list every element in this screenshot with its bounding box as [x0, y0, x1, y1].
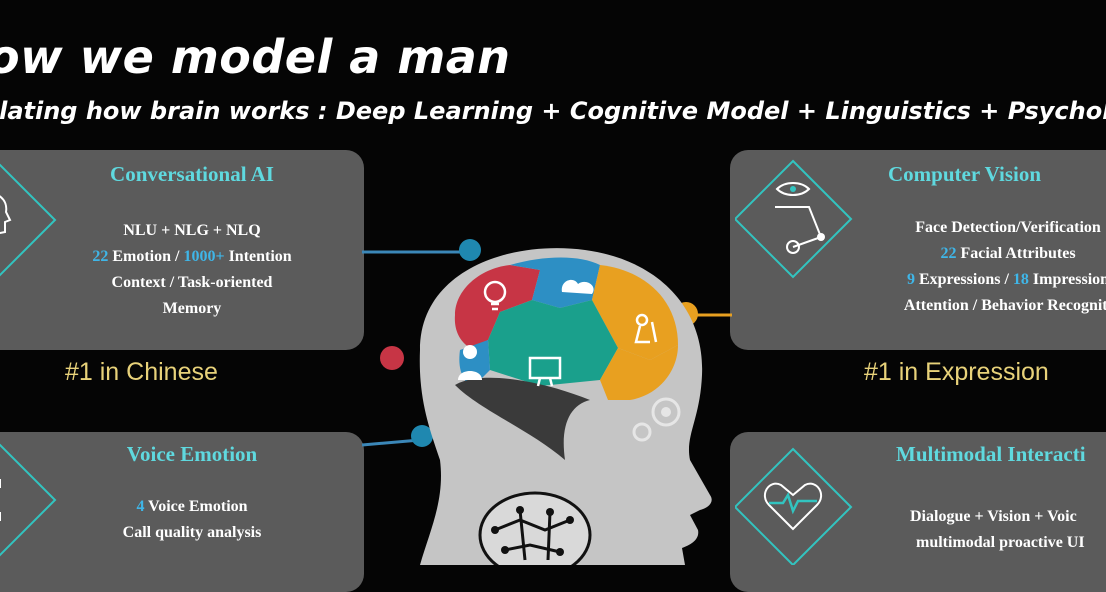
- card-line: 22 Facial Attributes: [940, 245, 1076, 262]
- card-line: Context / Task-oriented: [111, 274, 273, 291]
- card-title: Computer Vision: [888, 162, 1042, 186]
- rank-chinese: #1 in Chinese: [65, 358, 218, 386]
- card-line: Face Detection/Verification: [915, 219, 1101, 236]
- card-line: Dialogue + Vision + Voic: [910, 508, 1077, 525]
- card-title: Multimodal Interacti: [896, 442, 1086, 466]
- conversational-ai-card: Conversational AI NLU + NLG + NLQ 22 Emo…: [0, 150, 364, 350]
- card-line: 9 Expressions / 18 Impression: [906, 271, 1106, 288]
- voice-scan-icon: [0, 443, 57, 557]
- slide-subtitle: ulating how brain works : Deep Learning …: [0, 97, 1106, 125]
- card-body: 4 Voice Emotion Call quality analysis: [20, 494, 364, 546]
- card-line: 4 Voice Emotion: [136, 498, 248, 515]
- brain-head-illustration: [361, 239, 732, 565]
- card-body: NLU + NLG + NLQ 22 Emotion / 1000+ Inten…: [20, 218, 364, 322]
- impressions-count: 18: [1012, 271, 1029, 288]
- card-body: Dialogue + Vision + Voic multimodal proa…: [910, 504, 1085, 556]
- facial-attributes-count: 22: [940, 245, 957, 262]
- voice-emotion-count: 4: [136, 498, 145, 515]
- card-line: multimodal proactive UI: [916, 534, 1085, 551]
- card-line: 22 Emotion / 1000+ Intention: [92, 248, 292, 265]
- card-title: Voice Emotion: [126, 442, 258, 466]
- card-line: NLU + NLG + NLQ: [123, 222, 261, 239]
- card-body: Face Detection/Verification 22 Facial At…: [846, 215, 1106, 319]
- emotion-count: 22: [92, 248, 109, 265]
- brain-head-icon: [0, 163, 57, 277]
- slide-title: ow we model a man: [0, 30, 511, 84]
- rank-expression: #1 in Expression: [864, 358, 1049, 386]
- heart-pulse-icon: [735, 447, 853, 565]
- expressions-count: 9: [906, 271, 915, 288]
- card-line: Call quality analysis: [122, 524, 262, 541]
- card-title: Conversational AI: [110, 162, 274, 186]
- card-line: Memory: [162, 300, 222, 317]
- card-line: Attention / Behavior Recogniti: [903, 297, 1106, 314]
- eye-network-icon: [735, 159, 853, 279]
- intention-count: 1000+: [183, 248, 225, 265]
